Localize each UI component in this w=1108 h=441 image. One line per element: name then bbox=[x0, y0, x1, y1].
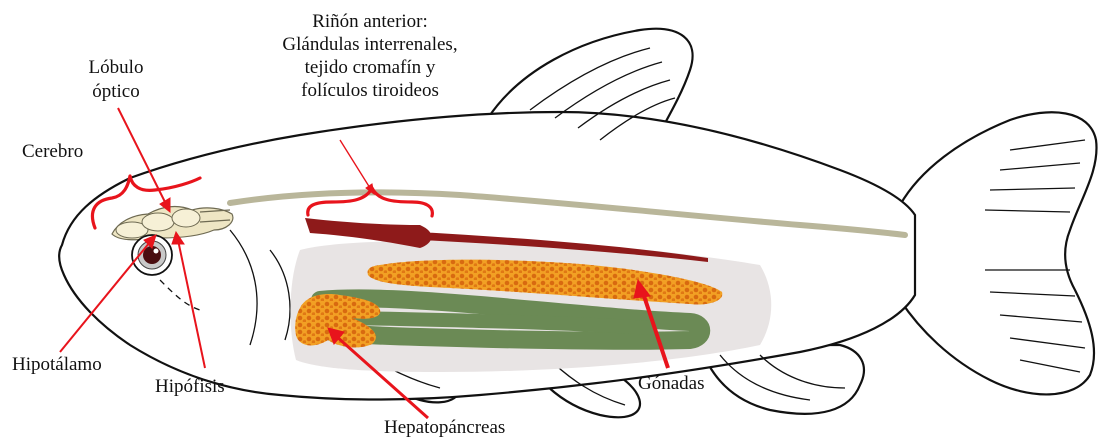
label-hipotalamo: Hipotálamo bbox=[12, 355, 102, 374]
label-hipofisis: Hipófisis bbox=[155, 377, 225, 396]
label-rinon-line-2: Glándulas interrenales, bbox=[282, 33, 457, 56]
label-lobulo-line-2: óptico bbox=[92, 82, 140, 101]
label-rinon-line-1: Riñón anterior: bbox=[282, 10, 457, 33]
caudal-fin bbox=[900, 112, 1097, 394]
label-rinon-line-3: tejido cromafín y bbox=[282, 56, 457, 79]
label-rinon-anterior: Riñón anterior: Glándulas interrenales, … bbox=[282, 10, 457, 102]
label-gonadas: Gónadas bbox=[638, 374, 704, 393]
label-rinon-line-4: folículos tiroideos bbox=[282, 79, 457, 102]
label-cerebro: Cerebro bbox=[22, 142, 83, 161]
label-lobulo-line-1: Lóbulo bbox=[89, 58, 144, 77]
label-hepatopancreas: Hepatopáncreas bbox=[384, 418, 505, 437]
